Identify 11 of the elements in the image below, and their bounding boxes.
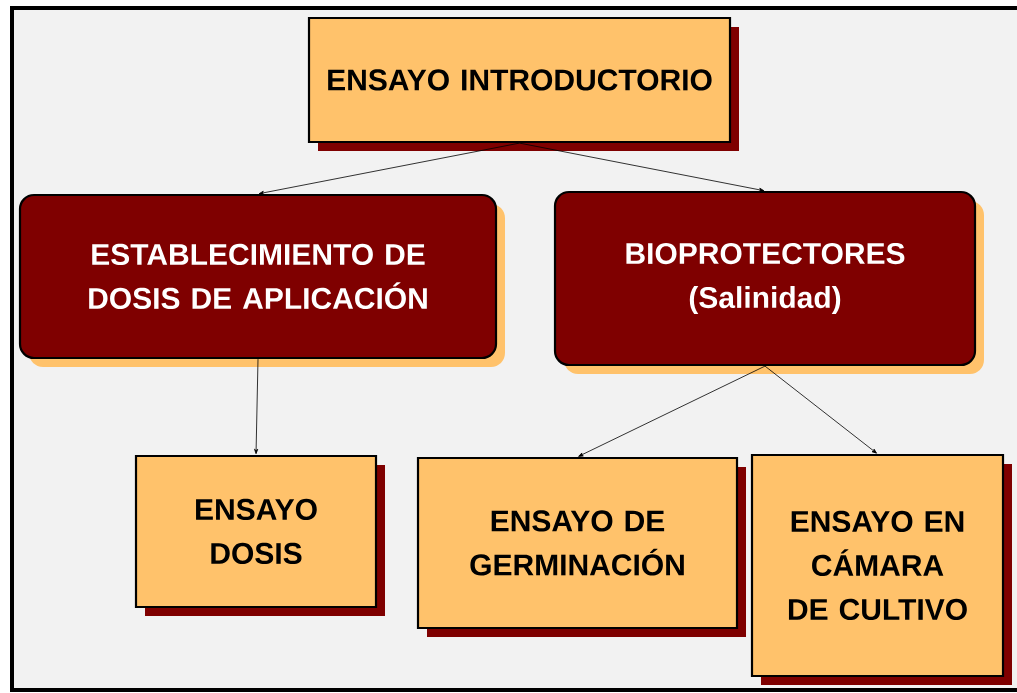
process-box: ENSAYO INTRODUCTORIO — [307, 16, 739, 151]
process-box: ENSAYO DOSIS — [134, 454, 385, 616]
process-box: ESTABLECIMIENTO DE DOSIS DE APLICACIÓN — [18, 193, 505, 367]
arrow — [254, 358, 259, 455]
process-box: BIOPROTECTORES (Salinidad) — [553, 190, 984, 374]
process-box: ENSAYO EN CÁMARA DE CULTIVO — [750, 453, 1012, 685]
arrow — [258, 142, 520, 195]
arrow — [578, 365, 766, 457]
process-box: ENSAYO DE GERMINACIÓN — [416, 456, 746, 637]
arrow — [764, 365, 877, 454]
arrow — [519, 142, 765, 192]
